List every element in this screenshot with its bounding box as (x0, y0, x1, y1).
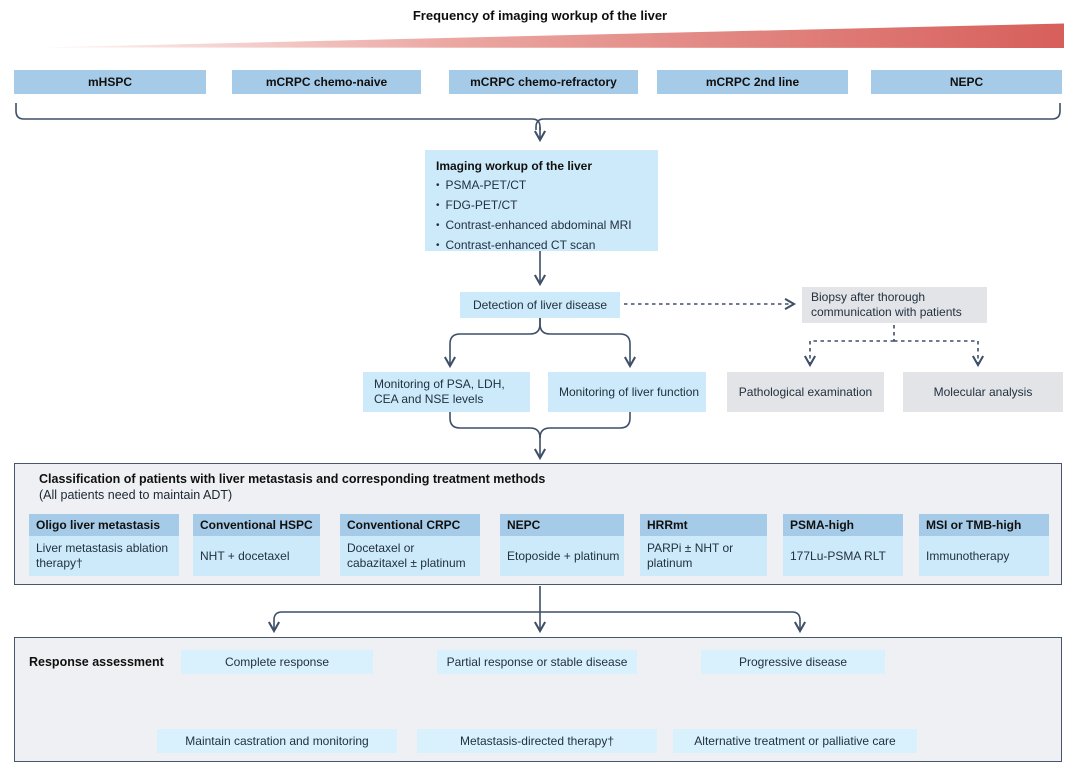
column-treatment: Immunotherapy (919, 536, 1049, 576)
monitoring-markers-box: Monitoring of PSA, LDH, CEA and NSE leve… (363, 372, 530, 412)
metastasis-directed-therapy-box: Metastasis-directed therapy† (417, 729, 657, 753)
column-treatment: PARPi ± NHT or platinum (640, 536, 767, 576)
detection-of-liver-disease-box: Detection of liver disease (460, 292, 620, 318)
classification-panel: Classification of patients with liver me… (14, 463, 1062, 585)
classification-title: Classification of patients with liver me… (39, 472, 546, 486)
molecular-analysis-box: Molecular analysis (903, 372, 1063, 412)
imaging-modalities-list: PSMA-PET/CT FDG-PET/CT Contrast-enhanced… (436, 176, 648, 256)
stage-mcrpc-chemo-naive: mCRPC chemo-naive (232, 70, 421, 94)
classification-column: MSI or TMB-high Immunotherapy (919, 514, 1049, 576)
stage-mcrpc-2nd-line: mCRPC 2nd line (657, 70, 848, 94)
pathological-examination-box: Pathological examination (727, 372, 884, 412)
biopsy-box: Biopsy after thorough communication with… (802, 287, 987, 323)
column-header: Conventional CRPC (340, 514, 480, 536)
imaging-workup-box: Imaging workup of the liver PSMA-PET/CT … (425, 150, 658, 252)
column-treatment: 177Lu-PSMA RLT (783, 536, 903, 576)
pathological-examination-label: Pathological examination (738, 384, 873, 399)
progressive-disease-box: Progressive disease (701, 650, 885, 674)
list-item: Contrast-enhanced abdominal MRI (436, 216, 648, 236)
column-treatment: NHT + docetaxel (193, 536, 320, 576)
classification-column: Oligo liver metastasis Liver metastasis … (29, 514, 179, 576)
list-item: Contrast-enhanced CT scan (436, 236, 648, 256)
classification-subtitle: (All patients need to maintain ADT) (39, 488, 233, 502)
column-header: Oligo liver metastasis (29, 514, 179, 536)
column-header: HRRmt (640, 514, 767, 536)
classification-column: NEPC Etoposide + platinum (500, 514, 624, 576)
monitoring-liver-function-box: Monitoring of liver function (548, 372, 706, 412)
response-assessment-label: Response assessment (29, 655, 164, 669)
column-treatment: Liver metastasis ablation therapy† (29, 536, 179, 576)
column-header: MSI or TMB-high (919, 514, 1049, 536)
column-header: PSMA-high (783, 514, 903, 536)
imaging-workup-title: Imaging workup of the liver (436, 159, 593, 173)
column-header: Conventional HSPC (193, 514, 320, 536)
list-item: PSMA-PET/CT (436, 176, 648, 196)
complete-response-box: Complete response (181, 650, 373, 674)
column-treatment: Etoposide + platinum (500, 536, 624, 576)
stage-nepc: NEPC (871, 70, 1062, 94)
stage-mhspc: mHSPC (14, 70, 206, 94)
classification-column: Conventional HSPC NHT + docetaxel (193, 514, 320, 576)
column-header: NEPC (500, 514, 624, 536)
column-treatment: Docetaxel or cabazitaxel ± platinum (340, 536, 480, 576)
list-item: FDG-PET/CT (436, 196, 648, 216)
figure-title: Frequency of imaging workup of the liver (412, 8, 668, 23)
classification-column: HRRmt PARPi ± NHT or platinum (640, 514, 767, 576)
maintain-castration-box: Maintain castration and monitoring (157, 729, 397, 753)
stage-mcrpc-chemo-refractory: mCRPC chemo-refractory (449, 70, 638, 94)
response-panel: Response assessment Complete response Pa… (14, 637, 1062, 762)
classification-column: PSMA-high 177Lu-PSMA RLT (783, 514, 903, 576)
alternative-treatment-box: Alternative treatment or palliative care (673, 729, 917, 753)
partial-or-stable-box: Partial response or stable disease (437, 650, 637, 674)
classification-column: Conventional CRPC Docetaxel or cabazitax… (340, 514, 480, 576)
